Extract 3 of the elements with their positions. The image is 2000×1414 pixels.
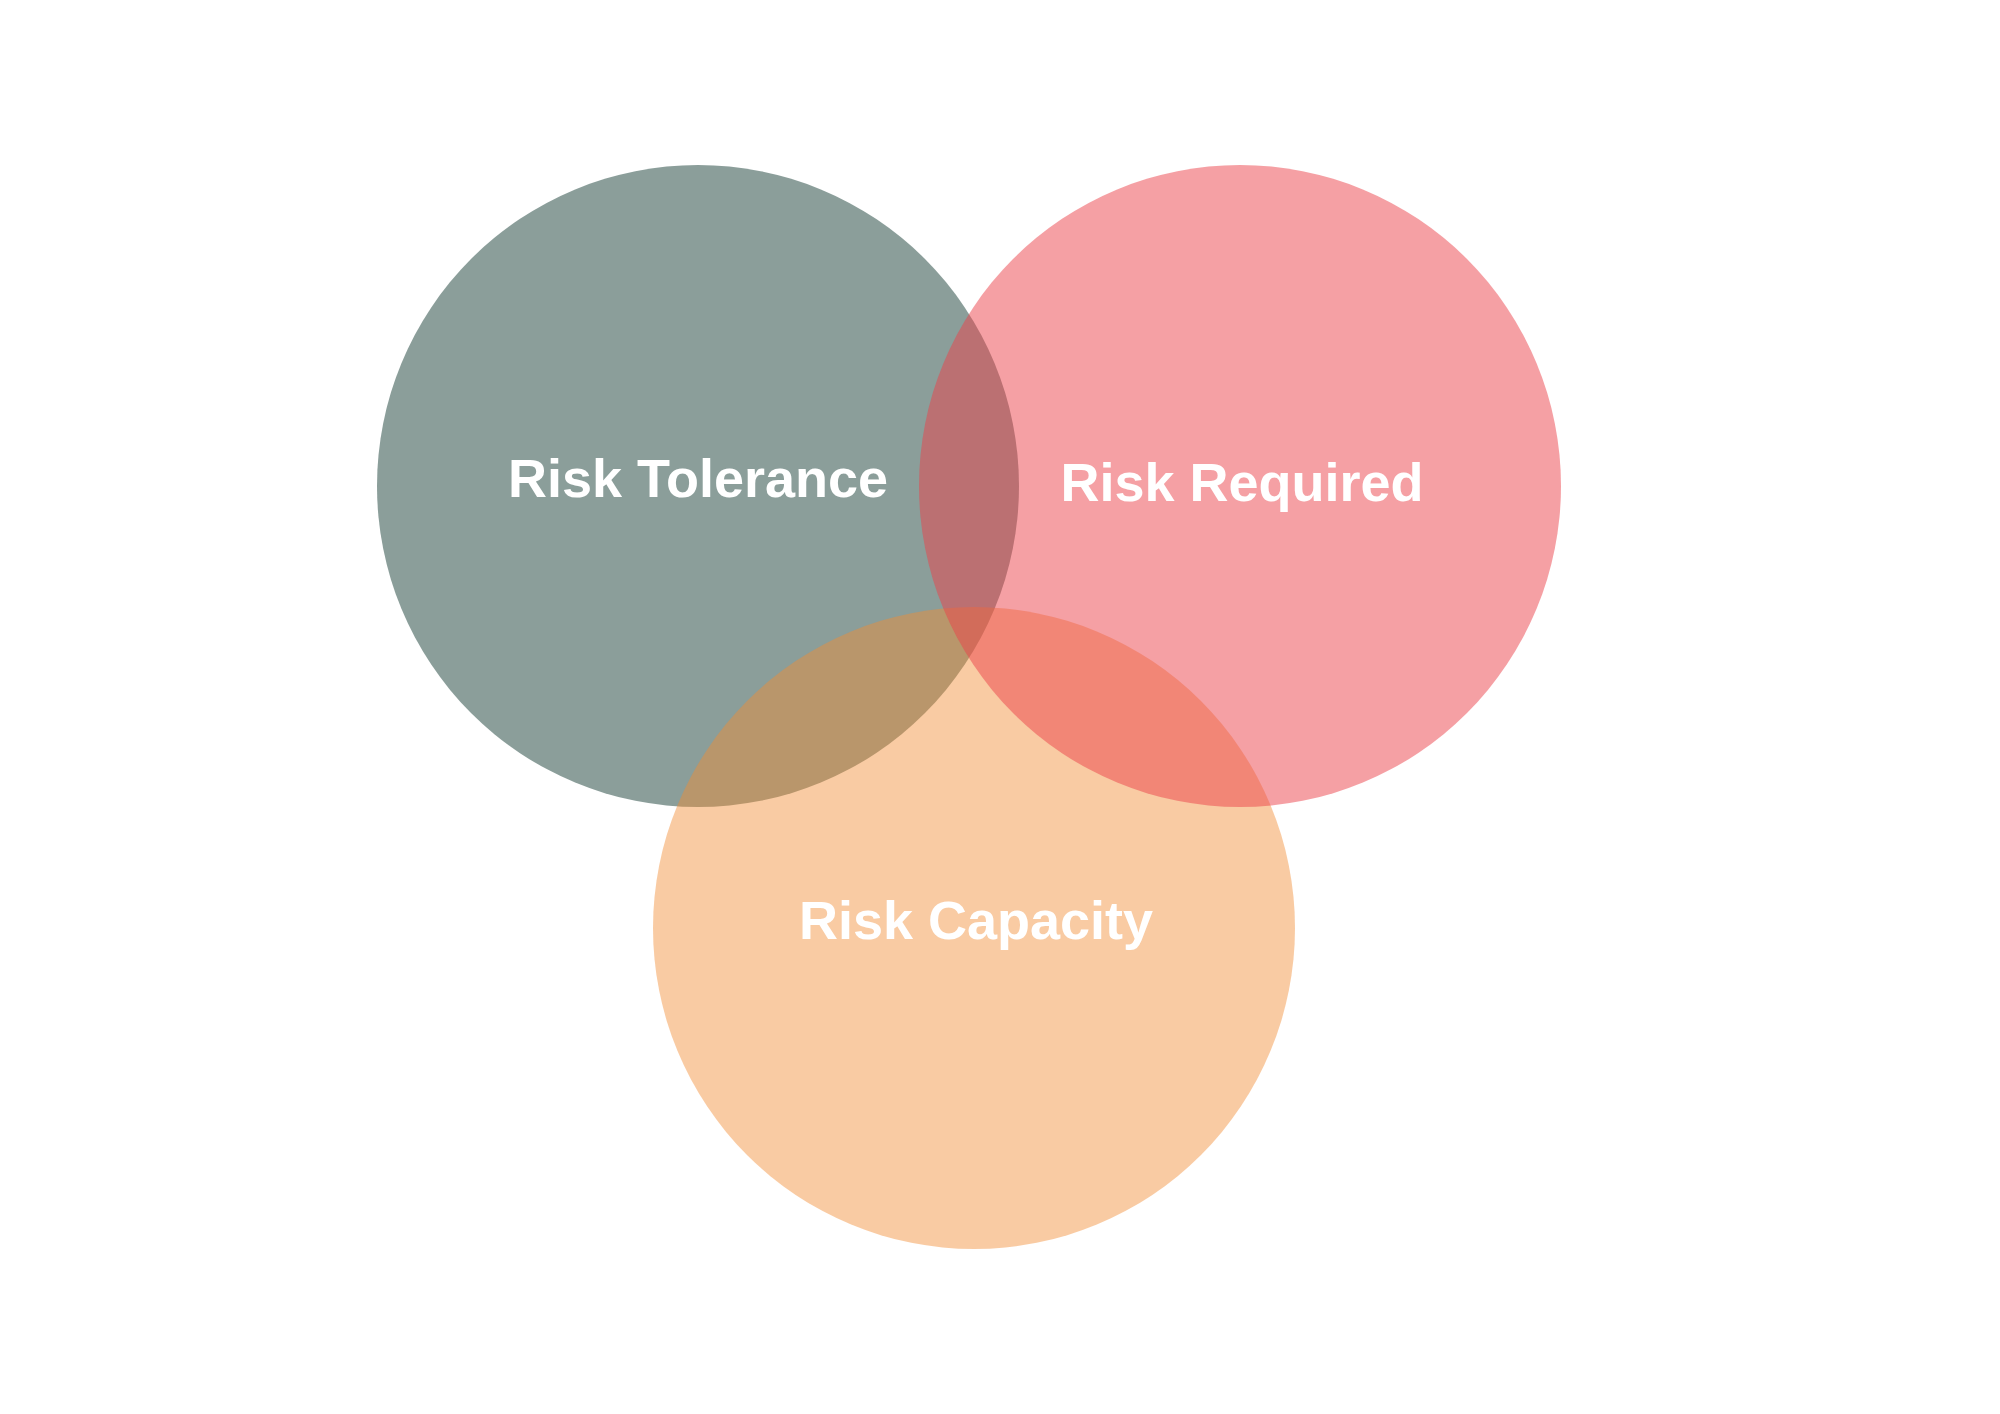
circle-label: Risk Required [1060, 450, 1424, 514]
circle-label: Risk Capacity [798, 888, 1154, 952]
circle-label: Risk Tolerance [507, 446, 889, 510]
